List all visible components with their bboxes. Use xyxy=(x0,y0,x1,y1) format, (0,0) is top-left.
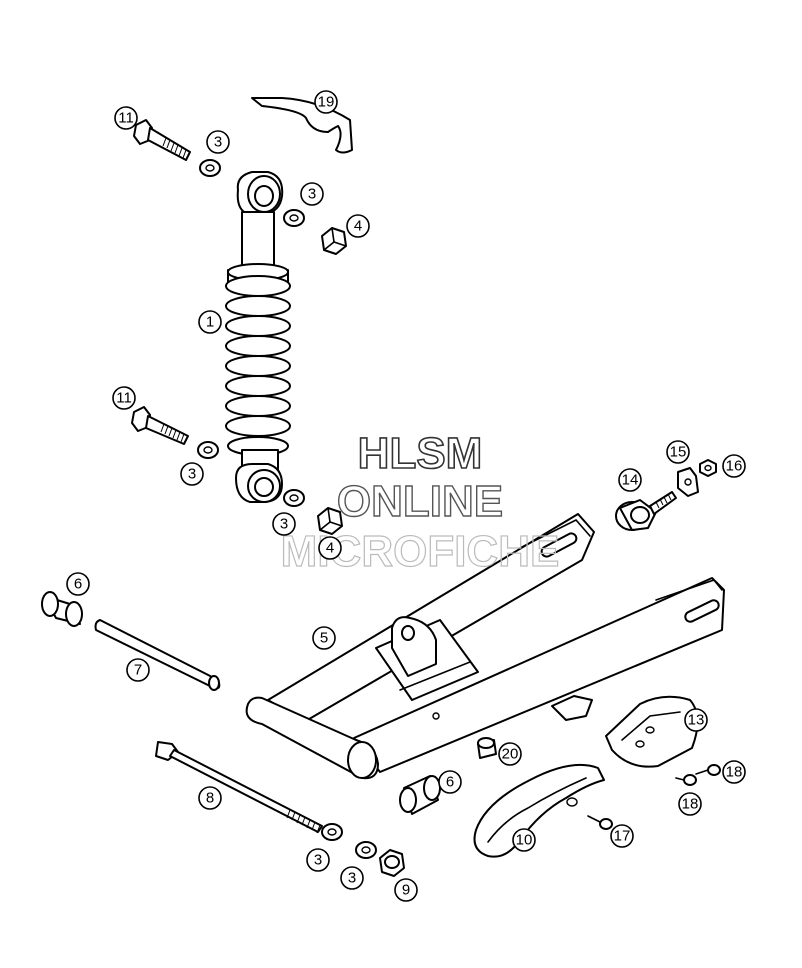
svg-text:14: 14 xyxy=(622,472,639,489)
part-15-bracket xyxy=(677,467,699,497)
svg-text:6: 6 xyxy=(446,774,454,791)
part-20-spacer xyxy=(477,737,497,759)
svg-text:15: 15 xyxy=(670,444,687,461)
callout-13: 13 xyxy=(684,708,708,732)
callout-11-upper: 11 xyxy=(114,106,138,130)
part-3-washer-mid-left xyxy=(197,441,219,459)
callout-6-lower: 6 xyxy=(438,770,462,794)
part-17-screw xyxy=(587,815,613,830)
callout-14: 14 xyxy=(618,468,642,492)
watermark-line-1: HLSM xyxy=(358,429,483,478)
part-18-screw-a xyxy=(695,764,721,776)
callout-16: 16 xyxy=(722,454,746,478)
callout-10: 10 xyxy=(512,828,536,852)
part-16-nut xyxy=(699,459,717,477)
part-10-chain-slider xyxy=(473,763,605,858)
svg-text:7: 7 xyxy=(134,662,142,679)
callout-badges: 11 3 19 3 4 1 11 3 3 4 15 16 14 6 7 5 13… xyxy=(66,90,746,902)
part-1-shock-absorber xyxy=(225,171,291,503)
svg-text:8: 8 xyxy=(206,790,214,807)
part-5-swingarm xyxy=(245,513,725,780)
part-11-upper-bolt xyxy=(133,119,191,161)
callout-4-top: 4 xyxy=(346,214,370,238)
part-4-nut-top xyxy=(321,227,347,255)
part-6-bushing-right xyxy=(399,775,441,815)
callout-9: 9 xyxy=(394,878,418,902)
svg-text:4: 4 xyxy=(354,218,362,235)
callout-18-right: 18 xyxy=(722,760,746,784)
callout-8: 8 xyxy=(198,786,222,810)
callout-20: 20 xyxy=(498,742,522,766)
callout-6-upper: 6 xyxy=(66,572,90,596)
callout-3-top-left: 3 xyxy=(206,130,230,154)
watermark-line-2: ONLINE xyxy=(337,477,503,526)
part-8-pivot-bolt xyxy=(155,741,323,834)
svg-text:10: 10 xyxy=(516,832,533,849)
svg-text:11: 11 xyxy=(118,110,134,127)
callout-3-mid-left: 3 xyxy=(180,462,204,486)
callout-3-top-right: 3 xyxy=(300,182,324,206)
svg-text:3: 3 xyxy=(308,186,316,203)
part-3-washer-mid-right xyxy=(283,489,305,507)
callout-5: 5 xyxy=(312,626,336,650)
part-6-bushing-left xyxy=(41,591,83,627)
svg-text:3: 3 xyxy=(214,134,222,151)
svg-text:9: 9 xyxy=(402,882,410,899)
part-3-washer-bottom-left xyxy=(321,823,343,841)
svg-text:18: 18 xyxy=(682,796,699,813)
svg-text:6: 6 xyxy=(74,576,82,593)
part-11-lower-bolt xyxy=(131,406,189,445)
svg-text:18: 18 xyxy=(726,764,743,781)
callout-3-bottom-left: 3 xyxy=(306,848,330,872)
callout-19: 19 xyxy=(314,90,338,114)
callout-4-bottom: 4 xyxy=(318,536,342,560)
part-18-screw-b xyxy=(675,774,697,786)
svg-text:19: 19 xyxy=(318,94,335,111)
part-7-sleeve xyxy=(94,619,221,691)
svg-text:3: 3 xyxy=(280,516,288,533)
svg-text:13: 13 xyxy=(688,712,705,729)
svg-text:20: 20 xyxy=(502,746,519,763)
callout-3-bottom-right: 3 xyxy=(340,866,364,890)
svg-text:3: 3 xyxy=(314,852,322,869)
svg-text:4: 4 xyxy=(326,540,334,557)
part-13-chain-guide xyxy=(605,695,699,768)
svg-text:17: 17 xyxy=(614,828,631,845)
callout-7: 7 xyxy=(126,658,150,682)
part-14-eye-bolt xyxy=(615,491,677,531)
callout-3-mid-right: 3 xyxy=(272,512,296,536)
part-3-washer-bottom-right xyxy=(355,841,377,859)
callout-1: 1 xyxy=(198,310,222,334)
callout-15: 15 xyxy=(666,440,690,464)
svg-text:16: 16 xyxy=(726,458,743,475)
callout-18-lower: 18 xyxy=(678,792,702,816)
part-3-washer-top-left xyxy=(199,159,221,177)
svg-text:11: 11 xyxy=(116,390,132,407)
svg-text:3: 3 xyxy=(188,466,196,483)
part-9-nut xyxy=(379,849,405,877)
callout-11-lower: 11 xyxy=(112,386,136,410)
callout-17: 17 xyxy=(610,824,634,848)
part-3-washer-top-right xyxy=(283,209,305,227)
part-4-nut-bottom xyxy=(317,507,343,535)
svg-text:5: 5 xyxy=(320,630,328,647)
svg-text:1: 1 xyxy=(206,314,214,331)
svg-text:3: 3 xyxy=(348,870,356,887)
